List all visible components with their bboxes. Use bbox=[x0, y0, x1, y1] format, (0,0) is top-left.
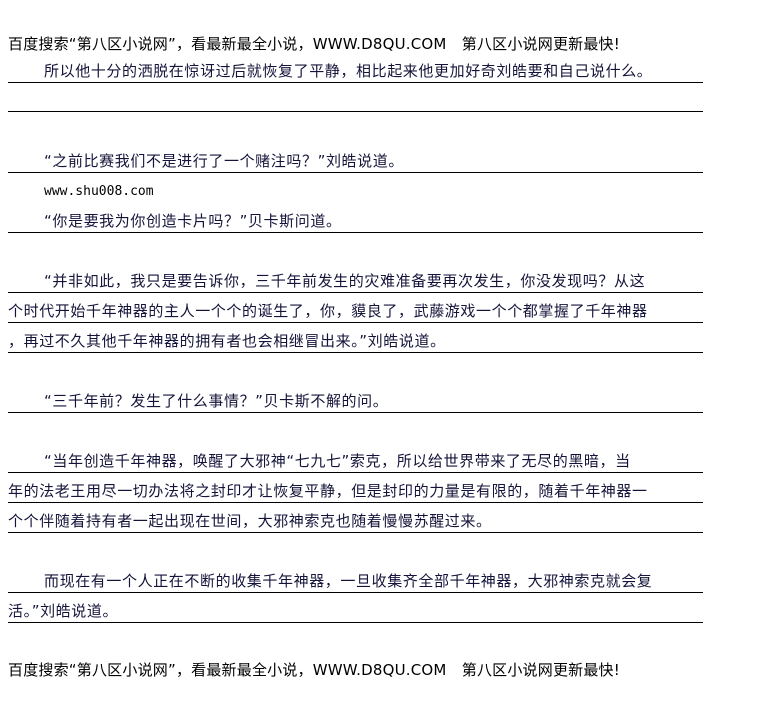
line-text: 年的法老王用尽一切办法将之封印才让恢复平静，但是封印的力量是有限的，随着千年神器… bbox=[8, 482, 648, 500]
text-line-empty bbox=[8, 81, 703, 112]
line-text: 所以他十分的洒脱在惊讶过后就恢复了平静，相比起来他更加好奇刘皓要和自己说什么。 bbox=[44, 62, 653, 80]
line-text: 个个伴随着持有者一起出现在世间，大邪神索克也随着慢慢苏醒过来。 bbox=[8, 512, 492, 530]
text-line: “你是要我为你创造卡片吗？”贝卡斯问道。 bbox=[8, 202, 703, 233]
text-line: 年的法老王用尽一切办法将之封印才让恢复平静，但是封印的力量是有限的，随着千年神器… bbox=[8, 472, 703, 503]
line-text: “之前比赛我们不是进行了一个赌注吗？”刘皓说道。 bbox=[44, 152, 404, 170]
text-line: “并非如此，我只是要告诉你，三千年前发生的灾难准备要再次发生，你没发现吗？从这 bbox=[8, 262, 703, 293]
watermark-url: www.shu008.com bbox=[44, 184, 154, 199]
line-text: 而现在有一个人正在不断的收集千年神器，一旦收集齐全部千年神器，大邪神索克就会复 bbox=[44, 572, 653, 590]
line-text: 个时代开始千年神器的主人一个个的诞生了，你，貘良了，武藤游戏一个个都掌握了千年神… bbox=[8, 302, 648, 320]
text-line: 个个伴随着持有者一起出现在世间，大邪神索克也随着慢慢苏醒过来。 bbox=[8, 502, 703, 533]
text-line: 个时代开始千年神器的主人一个个的诞生了，你，貘良了，武藤游戏一个个都掌握了千年神… bbox=[8, 292, 703, 323]
line-text: “当年创造千年神器，唤醒了大邪神“七九七”索克，所以给世界带来了无尽的黑暗，当 bbox=[44, 452, 631, 470]
footer-ad: 百度搜索“第八区小说网”，看最新最全小说，WWW.D8QU.COM 第八区小说网… bbox=[8, 661, 620, 679]
text-line: ，再过不久其他千年神器的拥有者也会相继冒出来。”刘皓说道。 bbox=[8, 322, 703, 353]
text-line: 而现在有一个人正在不断的收集千年神器，一旦收集齐全部千年神器，大邪神索克就会复 bbox=[8, 562, 703, 593]
text-line: “之前比赛我们不是进行了一个赌注吗？”刘皓说道。 bbox=[8, 142, 703, 173]
text-line: “当年创造千年神器，唤醒了大邪神“七九七”索克，所以给世界带来了无尽的黑暗，当 bbox=[8, 442, 703, 473]
line-text: “你是要我为你创造卡片吗？”贝卡斯问道。 bbox=[44, 212, 342, 230]
line-text: ，再过不久其他千年神器的拥有者也会相继冒出来。”刘皓说道。 bbox=[8, 332, 446, 350]
line-text: “三千年前？发生了什么事情？”贝卡斯不解的问。 bbox=[44, 392, 389, 410]
line-text: “并非如此，我只是要告诉你，三千年前发生的灾难准备要再次发生，你没发现吗？从这 bbox=[44, 272, 646, 290]
text-line: 所以他十分的洒脱在惊讶过后就恢复了平静，相比起来他更加好奇刘皓要和自己说什么。 bbox=[8, 52, 703, 83]
text-line: 活。”刘皓说道。 bbox=[8, 592, 703, 623]
header-ad: 百度搜索“第八区小说网”，看最新最全小说，WWW.D8QU.COM 第八区小说网… bbox=[8, 35, 620, 53]
line-text: 活。”刘皓说道。 bbox=[8, 602, 119, 620]
text-line: “三千年前？发生了什么事情？”贝卡斯不解的问。 bbox=[8, 382, 703, 413]
